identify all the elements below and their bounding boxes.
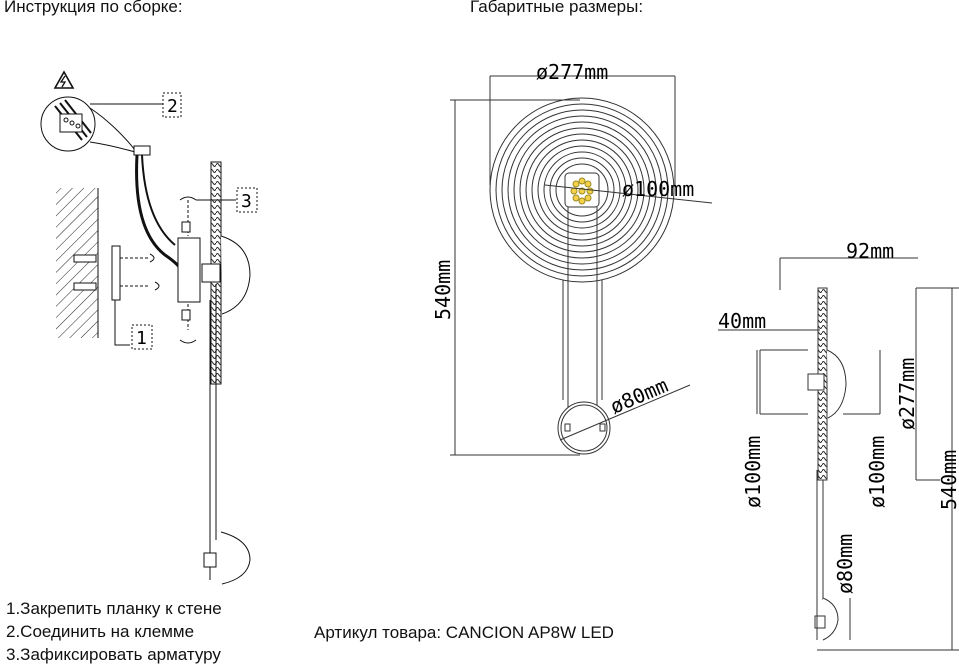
- dim-led-diameter: ø100mm: [622, 177, 694, 201]
- assembly-diagram: [40, 70, 258, 585]
- bracket: [177, 237, 201, 303]
- callout-box-2: [162, 92, 182, 118]
- dim-small-diameter: ø80mm: [607, 373, 672, 419]
- led-chip: [570, 177, 594, 205]
- callout-box-3: [236, 187, 258, 213]
- dim-side-height: 540mm: [937, 450, 959, 510]
- terminal-magnifier: [40, 96, 163, 153]
- dim-front-width: ø277mm: [536, 60, 608, 84]
- concentric-disk: [489, 97, 675, 283]
- assembly-heading: Инструкция по сборке:: [4, 0, 183, 16]
- dim-side-depth: 92mm: [846, 239, 894, 263]
- step-item: 2.Соединить на клемме: [6, 622, 195, 641]
- warning-icon: [53, 70, 75, 89]
- dim-side-d277: ø277mm: [895, 358, 919, 430]
- article-number: Артикул товара: CANCION AP8W LED: [314, 623, 614, 642]
- callout-label-3: 3: [241, 191, 252, 212]
- side-view: [718, 257, 959, 651]
- dim-front-height: 540mm: [431, 260, 455, 320]
- dim-side-d80: ø80mm: [833, 534, 857, 594]
- dimensions-heading: Габаритные размеры:: [470, 0, 644, 16]
- dim-side-d100-b: ø100mm: [865, 436, 889, 508]
- front-view: [450, 75, 713, 456]
- callout-label-2: 2: [167, 96, 178, 117]
- callout-label-1: 1: [136, 328, 147, 349]
- step-item: 1.Закрепить планку к стене: [6, 599, 222, 618]
- screws: [73, 253, 160, 291]
- wall-hatch: [56, 188, 98, 338]
- dim-side-d100-a: ø100mm: [741, 436, 765, 508]
- dim-side-wall: 40mm: [718, 309, 766, 333]
- assembly-steps: 1.Закрепить планку к стене 2.Соединить н…: [6, 597, 222, 666]
- step-item: 3.Зафиксировать арматуру: [6, 645, 221, 664]
- callout-box-1: [131, 324, 153, 350]
